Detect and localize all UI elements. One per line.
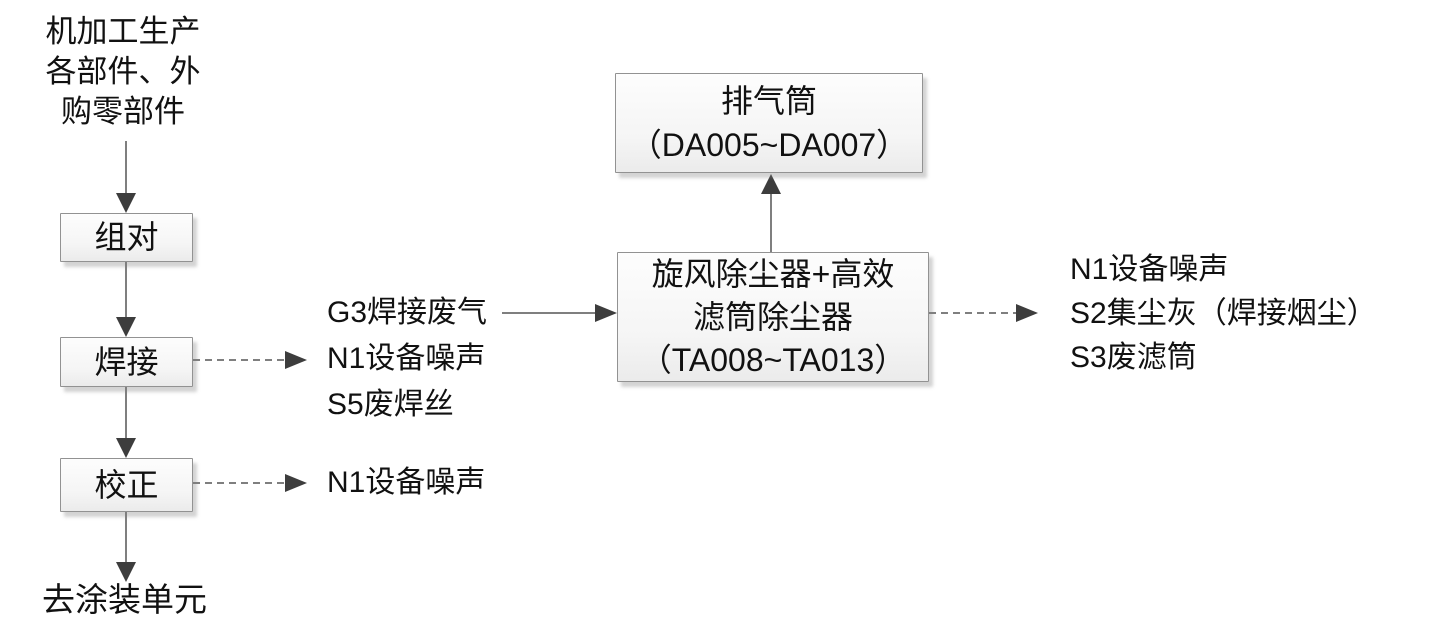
node-correction: 校正 [60,458,193,512]
arrowhead-down-icon [116,193,136,213]
node-label-line: （TA008~TA013） [639,341,907,378]
emission-item: G3焊接废气 [327,296,488,329]
node-label-line: 排气筒 [720,83,817,119]
arrowhead-down-icon [116,317,136,337]
node-exhaust-stack: 排气筒 （DA005~DA007） [615,73,923,173]
arrowhead-down-icon [116,562,136,582]
welding-emissions-list: G3焊接废气 N1设备噪声 S5废焊丝 [327,290,487,428]
connector-line [929,312,1016,314]
arrowhead-up-icon [761,174,781,194]
correction-emissions-list: N1设备噪声 [327,461,485,505]
node-assembly: 组对 [60,213,193,262]
connector-line [193,482,285,484]
emission-item: N1设备噪声 [1070,253,1229,286]
source-parts-line: 机加工生产 [45,14,201,49]
to-painting-unit-label: 去涂装单元 [42,581,207,618]
connector-line [125,141,127,194]
arrowhead-down-icon [116,438,136,458]
connector-line [193,359,285,361]
node-welding: 焊接 [60,337,193,387]
node-label-line: 旋风除尘器+高效 [651,255,895,292]
emission-item: S3废滤筒 [1070,341,1197,374]
arrowhead-right-icon [285,351,307,369]
source-parts-label: 机加工生产 各部件、外 购零部件 [27,12,219,132]
emission-item: N1设备噪声 [327,466,486,499]
dust-collector-outputs-list: N1设备噪声 S2集尘灰（焊接烟尘） S3废滤筒 [1070,248,1377,380]
node-label-line: 滤筒除尘器 [692,298,853,335]
connector-line [770,193,772,252]
arrowhead-right-icon [285,474,307,492]
connector-line [125,262,127,318]
node-label: 焊接 [94,343,159,380]
connector-line [502,312,595,314]
connector-line [125,387,127,439]
node-dust-collector: 旋风除尘器+高效 滤筒除尘器 （TA008~TA013） [617,252,929,382]
node-label: 校正 [94,466,159,503]
source-parts-line: 各部件、外 [45,54,201,89]
emission-item: S2集尘灰（焊接烟尘） [1070,297,1377,330]
node-label: 组对 [94,219,159,255]
node-label-line: （DA005~DA007） [629,127,909,163]
source-parts-line: 购零部件 [61,94,185,129]
arrowhead-right-icon [595,304,617,322]
arrowhead-right-icon [1016,304,1038,322]
emission-item: S5废焊丝 [327,388,454,421]
connector-line [125,512,127,563]
emission-item: N1设备噪声 [327,342,486,375]
